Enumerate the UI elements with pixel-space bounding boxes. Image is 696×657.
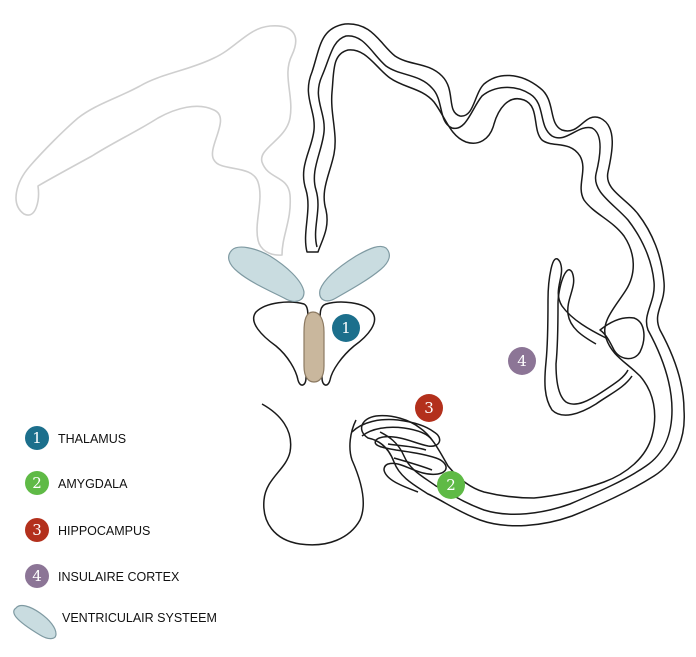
brainstem-outline (261, 403, 365, 546)
legend-insula-label: INSULAIRE CORTEX (58, 570, 180, 584)
legend-amygdala-number: 2 (32, 474, 42, 492)
legend-item-hippocampus: 3 HIPPOCAMPUS (25, 518, 150, 542)
marker-hippocampus: 3 (415, 394, 443, 422)
legend: 1 THALAMUS 2 AMYGDALA 3 HIPPOCAMPUS 4 IN… (13, 426, 217, 640)
legend-insula-icon (25, 564, 49, 588)
legend-ventricles-label: VENTRICULAIR SYSTEEM (62, 611, 217, 625)
legend-hippocampus-icon (25, 518, 49, 542)
legend-insula-number: 4 (32, 567, 42, 585)
marker-insula-number: 4 (517, 352, 527, 370)
legend-item-ventricles: VENTRICULAIR SYSTEEM (13, 604, 217, 640)
lateral-ventricles (228, 245, 390, 302)
marker-thalamus-number: 1 (341, 319, 351, 337)
legend-amygdala-icon (25, 471, 49, 495)
marker-amygdala-circle (437, 471, 465, 499)
left-hemisphere-faded-outline (15, 25, 297, 256)
legend-thalamus-icon (25, 426, 49, 450)
legend-item-thalamus: 1 THALAMUS (25, 426, 126, 450)
legend-thalamus-number: 1 (32, 429, 42, 447)
legend-item-amygdala: 2 AMYGDALA (25, 471, 128, 495)
marker-insula-circle (508, 347, 536, 375)
hippocampal-folds (351, 418, 447, 493)
ventricle-swatch-icon (13, 604, 57, 640)
marker-hippocampus-number: 3 (424, 399, 434, 417)
legend-hippocampus-label: HIPPOCAMPUS (58, 524, 150, 538)
marker-insula: 4 (508, 347, 536, 375)
legend-item-insula: 4 INSULAIRE CORTEX (25, 564, 180, 588)
marker-amygdala: 2 (437, 471, 465, 499)
marker-thalamus: 1 (332, 314, 360, 342)
left-lateral-ventricle (228, 246, 305, 302)
marker-amygdala-number: 2 (446, 476, 456, 494)
right-lateral-ventricle (319, 245, 390, 302)
legend-thalamus-label: THALAMUS (58, 432, 126, 446)
marker-hippocampus-circle (415, 394, 443, 422)
diagram-markers: 1 2 3 4 (332, 314, 536, 499)
third-ventricle (303, 311, 325, 383)
marker-thalamus-circle (332, 314, 360, 342)
legend-amygdala-label: AMYGDALA (58, 477, 128, 491)
legend-hippocampus-number: 3 (32, 521, 42, 539)
